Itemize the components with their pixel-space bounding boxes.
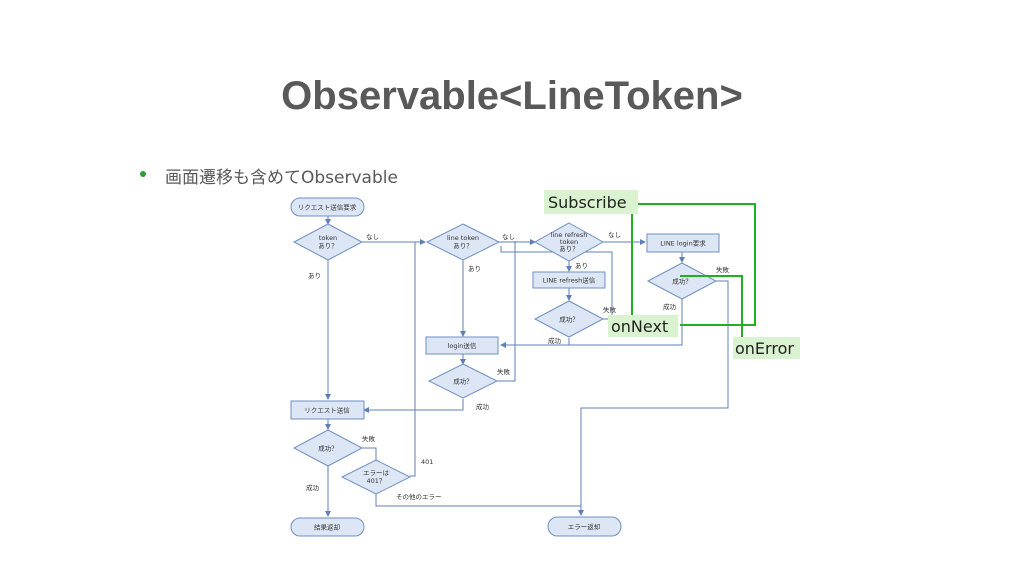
node-error-return: エラー返却 — [547, 516, 622, 537]
svg-text:成功？: 成功？ — [672, 277, 692, 286]
decision-token: token あり？ — [292, 223, 364, 261]
node-request-send: リクエスト送信 — [290, 400, 365, 420]
edge-label-exists: あり — [308, 272, 321, 280]
edge-label-success: 成功 — [548, 336, 562, 345]
svg-text:Subscribe: Subscribe — [548, 193, 627, 212]
edge-labels: なし あり なし あり なし あり 失敗 成功 失敗 成功 失敗 成功 失敗 成… — [306, 231, 730, 501]
annotation-subscribe: Subscribe — [544, 190, 638, 214]
svg-text:token: token — [319, 234, 337, 242]
svg-text:あり？: あり？ — [559, 245, 579, 253]
node-line-refresh-send: LINE refresh送信 — [532, 271, 606, 289]
svg-text:onNext: onNext — [611, 317, 668, 336]
edge-label-exists: あり — [468, 265, 481, 273]
flow-connectors — [325, 216, 729, 517]
svg-text:結果返却: 結果返却 — [314, 523, 340, 532]
edge-label-exists: あり — [575, 262, 588, 270]
edge-label-fail: 失敗 — [362, 434, 376, 443]
decision-line-token: line token あり？ — [425, 223, 501, 261]
svg-text:token: token — [560, 238, 578, 246]
edge-label-none: なし — [608, 231, 621, 239]
edge-label-other-error: その他のエラー — [396, 492, 442, 501]
svg-text:エラー返却: エラー返却 — [568, 522, 601, 531]
node-request-start: リクエスト送信要求 — [290, 197, 365, 217]
edge-label-none: なし — [502, 233, 515, 241]
svg-text:onError: onError — [735, 339, 794, 358]
decision-refresh-token: line refresh token あり？ — [533, 222, 605, 262]
svg-text:line token: line token — [447, 234, 479, 242]
slide-title: Observable<LineToken> — [281, 74, 743, 118]
svg-text:401？: 401？ — [367, 477, 386, 485]
svg-text:あり？: あり？ — [318, 242, 338, 250]
decision-login-success: 成功？ — [427, 363, 499, 399]
svg-text:line refresh: line refresh — [551, 231, 588, 239]
svg-text:エラーは: エラーは — [363, 469, 390, 477]
svg-text:リクエスト送信要求: リクエスト送信要求 — [298, 203, 357, 212]
edge-label-fail: 失敗 — [497, 367, 511, 376]
svg-text:LINE login要求: LINE login要求 — [660, 239, 706, 248]
decision-request-success: 成功？ — [292, 429, 364, 467]
svg-text:成功？: 成功？ — [318, 444, 338, 453]
svg-text:あり？: あり？ — [453, 242, 473, 250]
node-line-login-request: LINE login要求 — [646, 233, 720, 253]
edge-label-401: 401 — [421, 458, 433, 466]
decision-line-login-success: 成功？ — [646, 262, 718, 300]
node-result-return: 結果返却 — [290, 517, 365, 537]
node-login-send: login送信 — [425, 336, 499, 355]
bullet-text: 画面遷移も含めてObservable — [165, 168, 398, 188]
edge-label-success: 成功 — [476, 402, 490, 411]
svg-text:成功？: 成功？ — [453, 377, 473, 386]
annotation-on-next: onNext — [608, 315, 678, 337]
annotation-lines — [631, 203, 756, 338]
edge-label-success: 成功 — [306, 483, 320, 492]
edge-label-success: 成功 — [663, 302, 677, 311]
edge-label-none: なし — [366, 233, 379, 241]
bullet-icon — [140, 171, 146, 177]
svg-text:リクエスト送信: リクエスト送信 — [304, 406, 350, 415]
svg-text:成功？: 成功？ — [559, 315, 579, 324]
svg-text:LINE refresh送信: LINE refresh送信 — [543, 276, 596, 285]
svg-text:login送信: login送信 — [448, 341, 477, 350]
decision-refresh-success: 成功？ — [533, 300, 605, 338]
annotation-on-error: onError — [733, 337, 800, 359]
edge-label-fail: 失敗 — [716, 265, 730, 274]
decision-error-401: エラーは 401？ — [340, 459, 412, 495]
edge-label-fail: 失敗 — [603, 305, 617, 314]
